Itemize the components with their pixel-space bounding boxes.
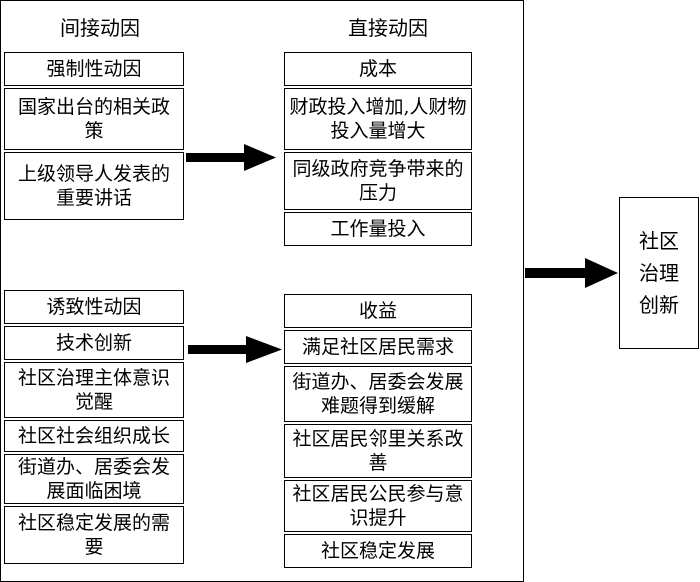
benefit-item-neighbors: 社区居民邻里关系改善 [284, 424, 472, 478]
inducive-item-tech: 技术创新 [4, 326, 184, 360]
arrow-coercive-to-cost [186, 144, 276, 171]
benefit-item-needs: 满足社区居民需求 [284, 330, 472, 364]
cost-item-workload: 工作量投入 [284, 212, 472, 246]
coercive-motive-title: 强制性动因 [4, 52, 184, 86]
cost-title: 成本 [284, 52, 472, 86]
arrow-to-result [525, 258, 618, 288]
inducive-motive-title: 诱致性动因 [4, 290, 184, 324]
benefit-item-relief: 街道办、居委会发展难题得到缓解 [284, 366, 472, 422]
cost-item-investment: 财政投入增加,人财物投入量增大 [284, 88, 472, 150]
arrow-inducive-to-benefit [188, 336, 282, 363]
coercive-item-policy: 国家出台的相关政策 [4, 88, 184, 150]
inducive-item-awareness: 社区治理主体意识觉醒 [4, 362, 184, 418]
indirect-motives-header: 间接动因 [60, 16, 140, 40]
inducive-item-difficulty: 街道办、居委会发展面临困境 [4, 454, 184, 504]
benefit-item-stability: 社区稳定发展 [284, 534, 472, 568]
community-governance-innovation-box: 社区治理创新 [619, 197, 699, 349]
inducive-item-organization: 社区社会组织成长 [4, 420, 184, 452]
direct-motives-header: 直接动因 [348, 16, 428, 40]
benefit-title: 收益 [284, 294, 472, 328]
benefit-item-participation: 社区居民公民参与意识提升 [284, 480, 472, 532]
cost-item-competition: 同级政府竞争带来的压力 [284, 152, 472, 210]
coercive-item-speech: 上级领导人发表的重要讲话 [4, 152, 184, 220]
inducive-item-stability-need: 社区稳定发展的需要 [4, 506, 184, 564]
